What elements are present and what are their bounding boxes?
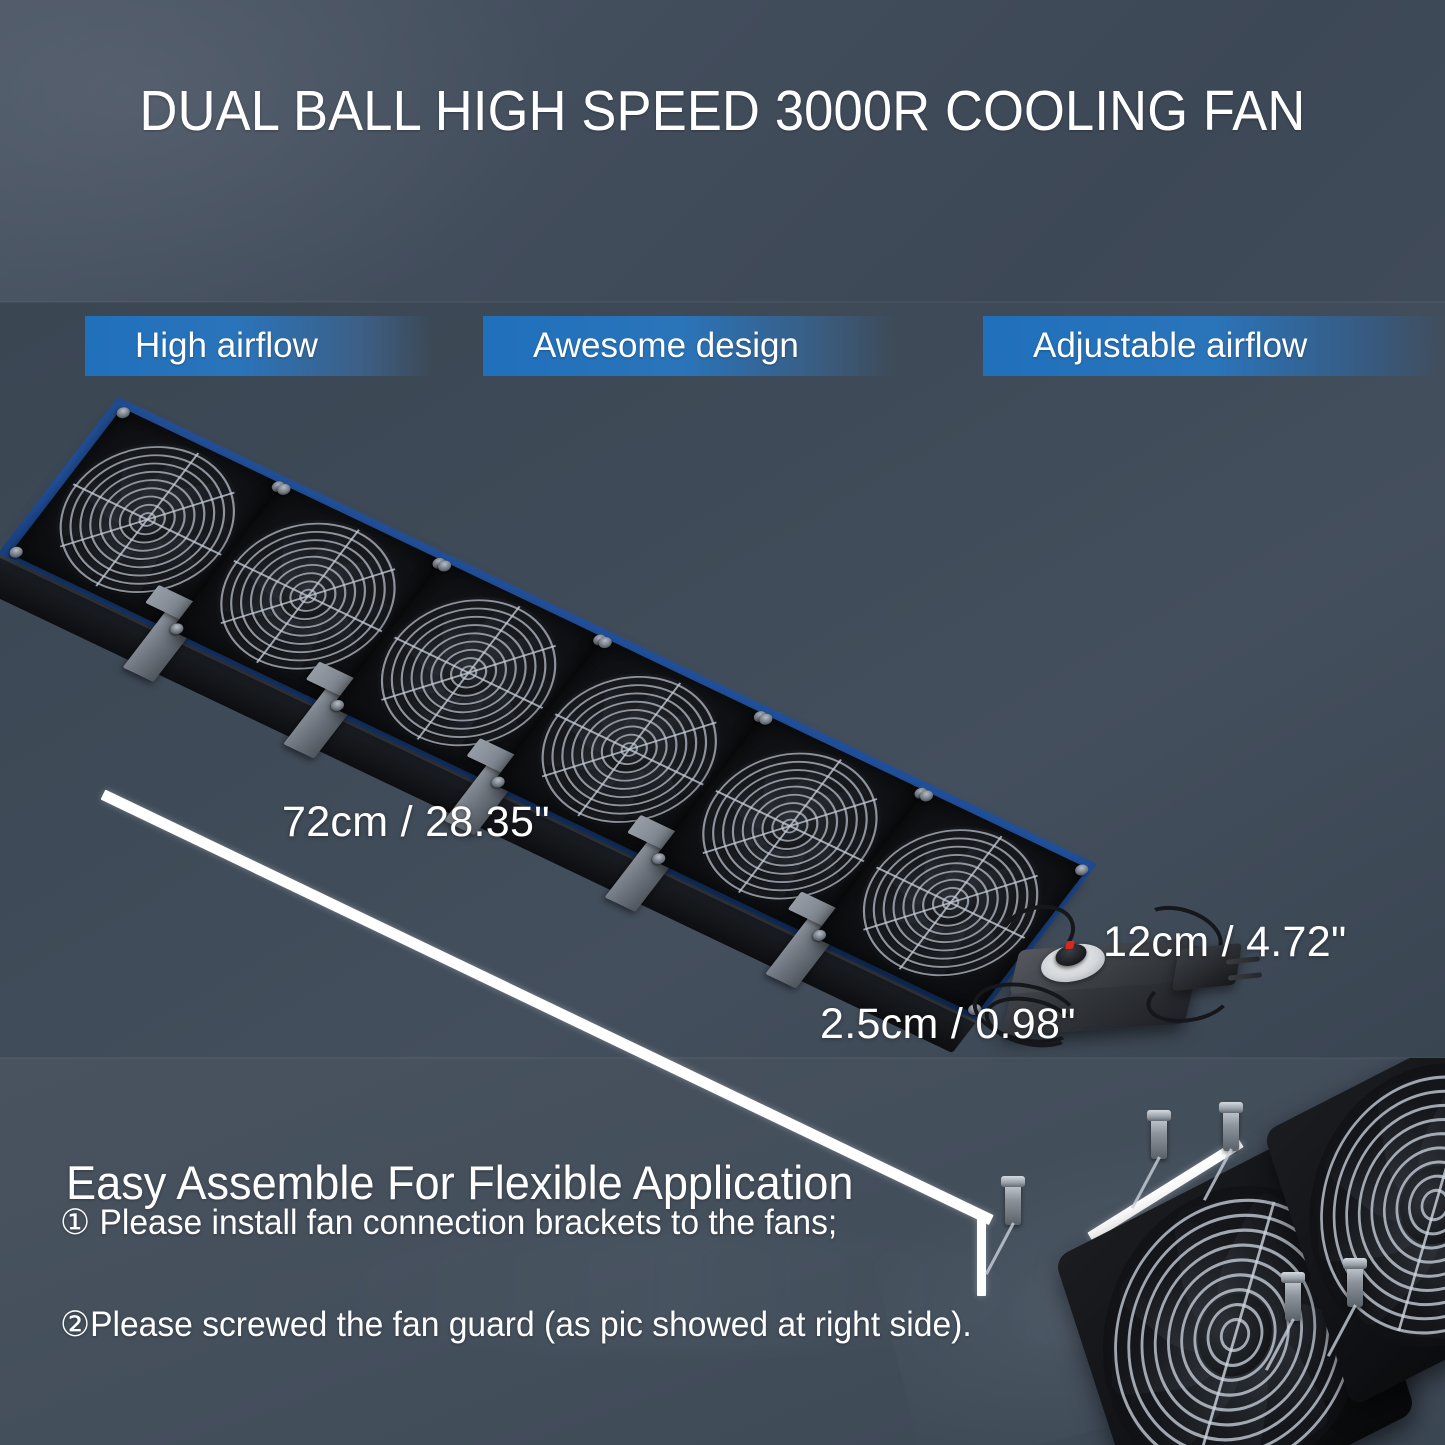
feature-badge-high-airflow: High airflow [85, 316, 433, 376]
guard-wire-tail [1130, 1156, 1161, 1209]
mounting-screw [1281, 1272, 1305, 1321]
fan-array [0, 397, 1203, 1054]
divider-bottom [0, 1057, 1445, 1059]
instructions-photo [0, 1058, 1445, 1445]
divider-top [0, 301, 1445, 303]
mounting-screw [1001, 1176, 1025, 1225]
guard-wire-tail [984, 1222, 1015, 1275]
dimension-label-length: 72cm / 28.35" [282, 798, 550, 846]
feature-badge-awesome-design: Awesome design [483, 316, 896, 376]
dimension-label-height: 2.5cm / 0.98" [820, 1000, 1076, 1048]
mounting-screw [1343, 1258, 1367, 1307]
feature-badge-label: Awesome design [533, 326, 799, 365]
feature-badge-adjustable-airflow: Adjustable airflow [983, 316, 1445, 376]
instruction-step-2: ②Please screwed the fan guard (as pic sh… [60, 1305, 972, 1344]
feature-badge-row: High airflow Awesome design Adjustable a… [0, 316, 1445, 376]
dimension-line-height [977, 1218, 986, 1296]
page-title: DUAL BALL HIGH SPEED 3000R COOLING FAN [139, 79, 1306, 143]
feature-badge-label: High airflow [135, 326, 318, 365]
mounting-screw [1147, 1110, 1171, 1159]
instruction-step-1: ① Please install fan connection brackets… [60, 1203, 838, 1242]
header-band [0, 0, 1445, 302]
dimension-label-width: 12cm / 4.72" [1103, 918, 1347, 966]
feature-badge-label: Adjustable airflow [1033, 326, 1308, 365]
assembly-closeup-image [955, 1058, 1445, 1445]
instructions-heading: Easy Assemble For Flexible Application [66, 1156, 854, 1209]
mounting-screw [1219, 1102, 1243, 1151]
